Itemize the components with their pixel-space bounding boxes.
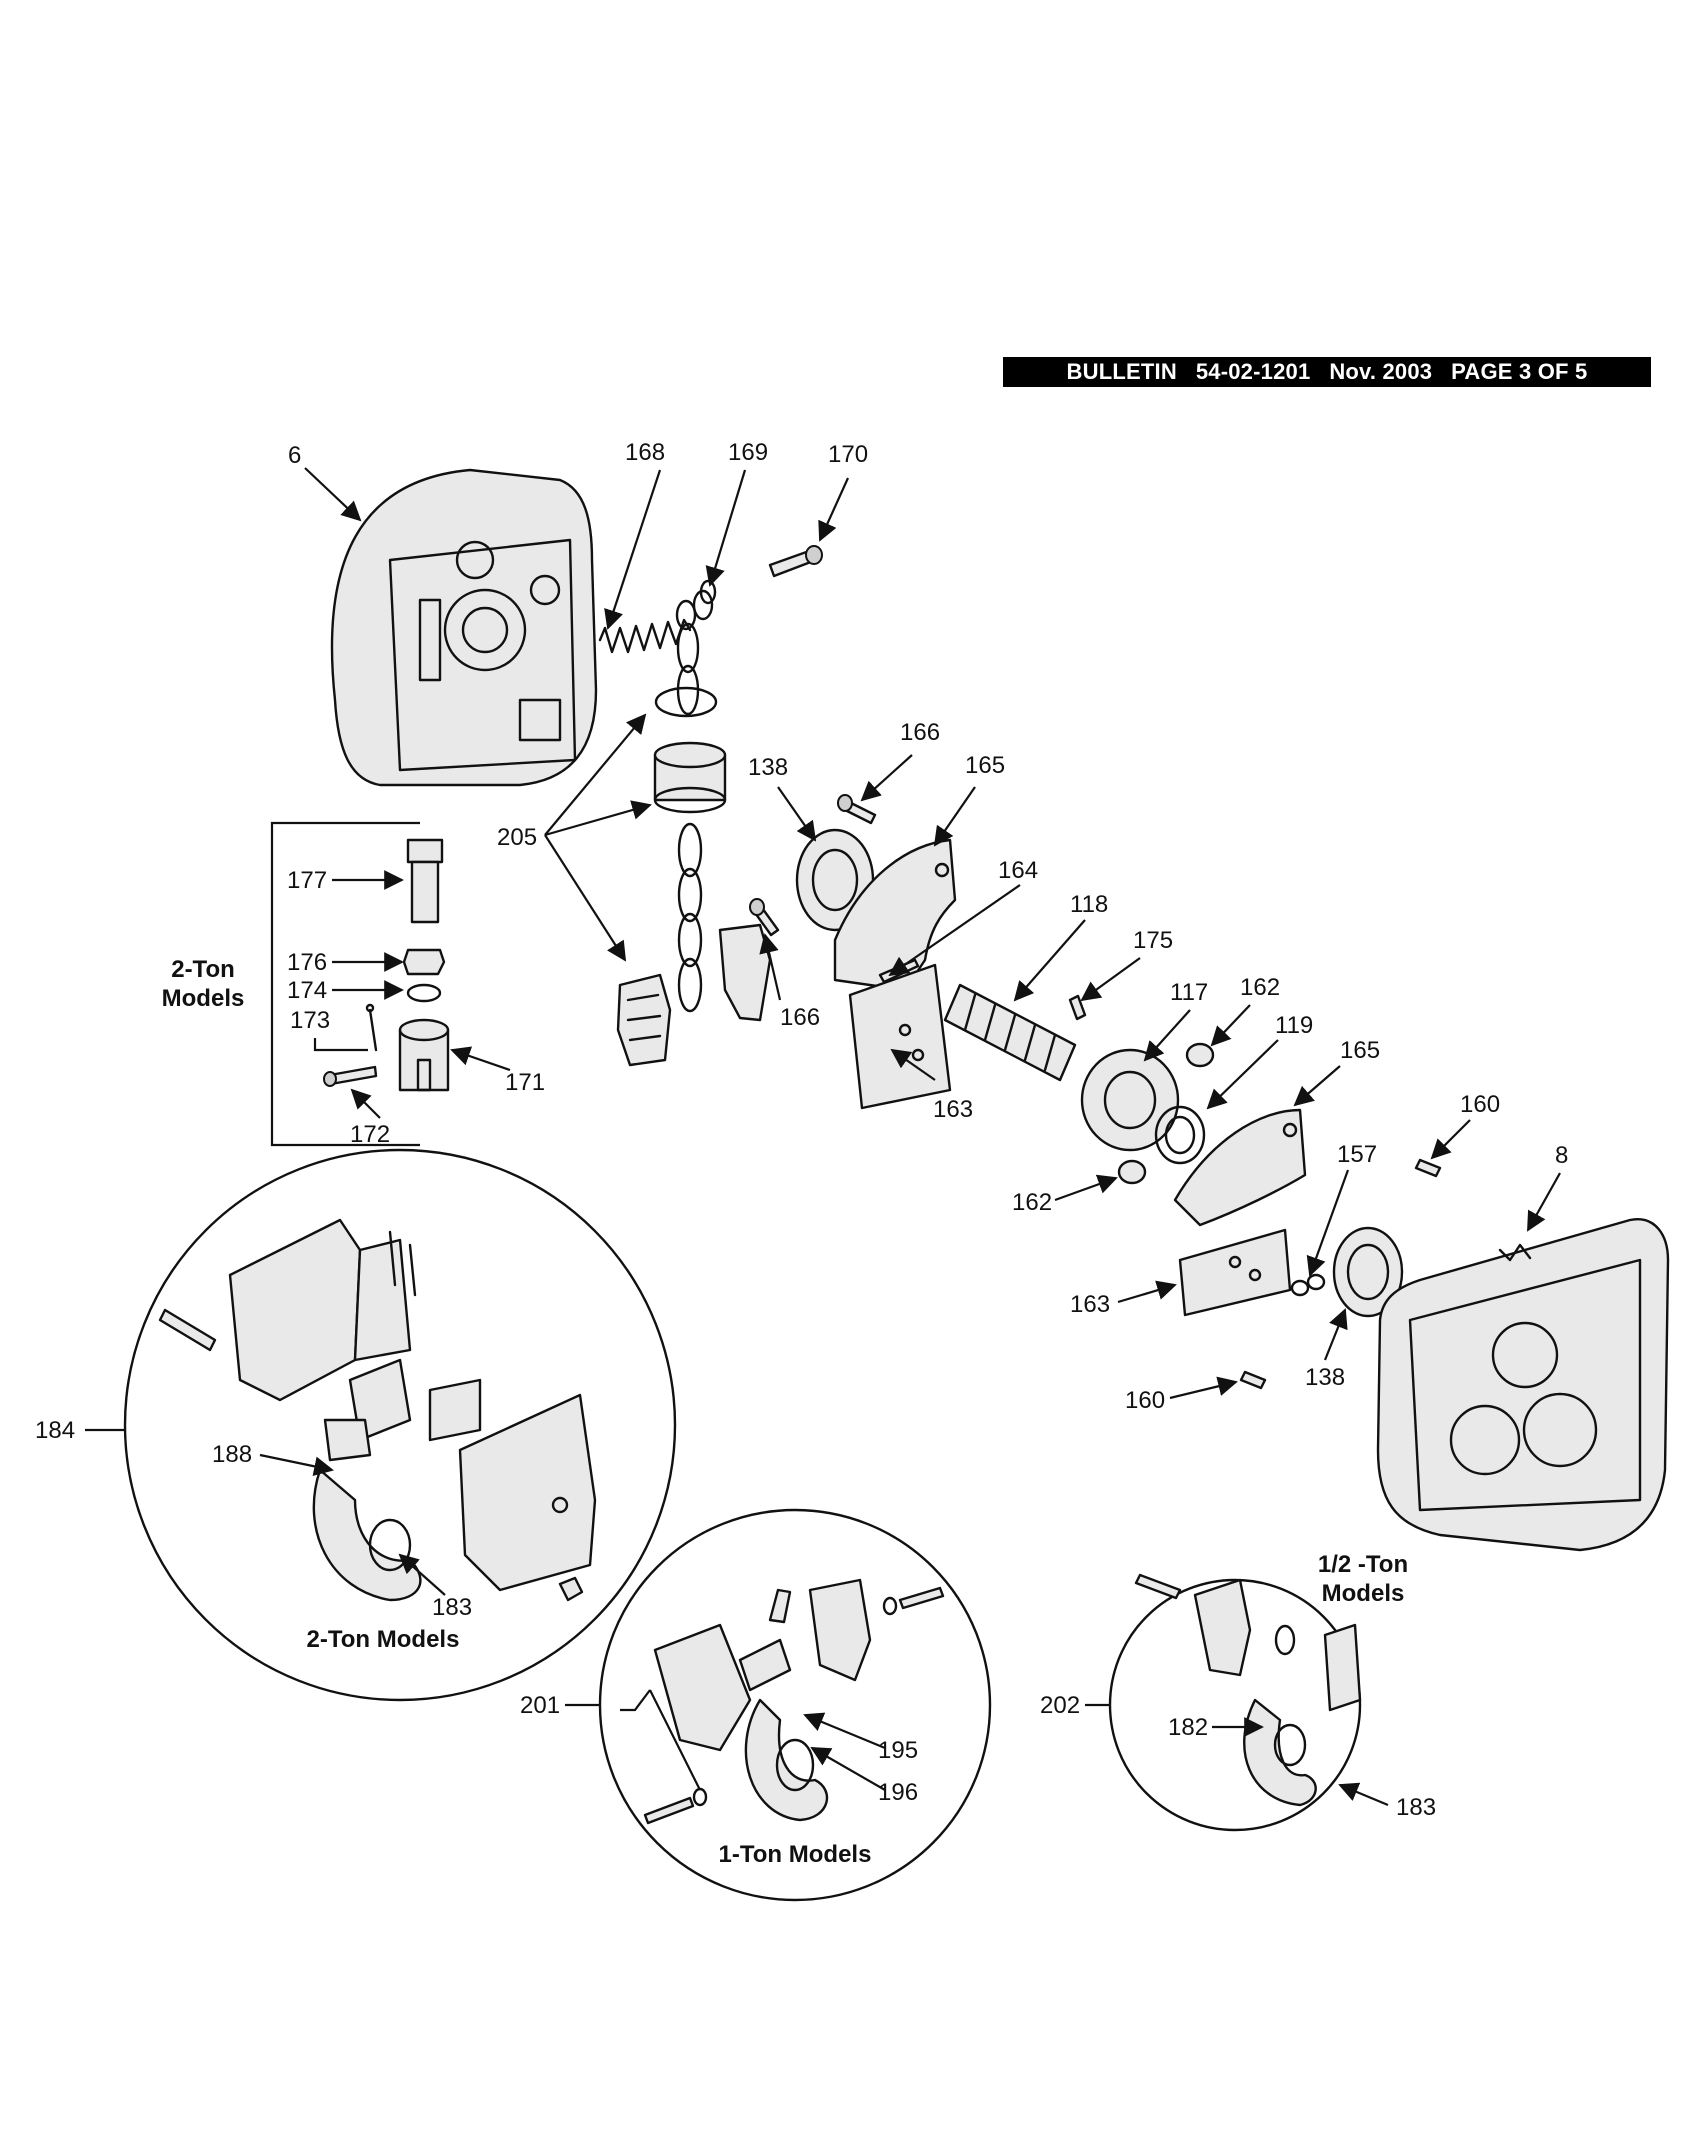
- brake-bracket-163-lower: [1178, 1228, 1292, 1317]
- callout-196: 196: [878, 1779, 918, 1806]
- leader-arrows: [85, 467, 1561, 1807]
- detail-circle-half-ton: [1108, 1573, 1362, 1832]
- bulletin-header: BULLETIN 54-02-1201 Nov. 2003 PAGE 3 OF …: [1003, 357, 1651, 387]
- callout-182: 182: [1168, 1714, 1208, 1741]
- pin-160-upper: [1414, 1158, 1442, 1178]
- callout-202: 202: [1040, 1692, 1080, 1719]
- housing-cover-left: [330, 468, 598, 787]
- callout-184: 184: [35, 1417, 75, 1444]
- callout-177: 177: [287, 867, 327, 894]
- pinion-shaft-118: [943, 983, 1077, 1082]
- caption-half-ton-line2: Models: [1322, 1580, 1405, 1607]
- callout-157: 157: [1337, 1141, 1377, 1168]
- spring-168: [598, 618, 692, 654]
- callout-195: 195: [878, 1737, 918, 1764]
- callout-165-lower: 165: [1340, 1037, 1380, 1064]
- callout-160-upper: 160: [1460, 1091, 1500, 1118]
- callout-labels: 6 168 169 170 166 165 138 205 177 176 17…: [35, 439, 1568, 1821]
- detail-circle-2-ton: [123, 1148, 677, 1702]
- gear-117: [1080, 1048, 1180, 1152]
- callout-163-lower: 163: [1070, 1291, 1110, 1318]
- callout-168: 168: [625, 439, 665, 466]
- nut-162-upper: [1185, 1042, 1215, 1068]
- clevis-171: [398, 1018, 450, 1092]
- nut-162-lower: [1117, 1159, 1147, 1185]
- callout-119: 119: [1275, 1012, 1313, 1039]
- callout-138-upper: 138: [748, 754, 788, 781]
- screw-166-upper: [837, 794, 877, 825]
- callout-201: 201: [520, 1692, 560, 1719]
- washer-157: [1290, 1273, 1326, 1297]
- bolt-177: [406, 838, 444, 924]
- two-ton-bracket-box: [270, 821, 420, 1147]
- chain-guide-205: [653, 741, 727, 1013]
- callout-165-upper: 165: [965, 752, 1005, 779]
- callout-166-upper: 166: [900, 719, 940, 746]
- callout-176: 176: [287, 949, 327, 976]
- housing-cover-right: [1376, 1218, 1670, 1552]
- callout-162-lower: 162: [1012, 1189, 1052, 1216]
- caption-2-ton-box-line1: 2-Ton: [171, 956, 235, 983]
- callout-205: 205: [497, 824, 537, 851]
- callout-6: 6: [288, 442, 301, 469]
- callout-117: 117: [1170, 979, 1208, 1006]
- chain-stripper: [616, 923, 772, 1067]
- callout-8: 8: [1555, 1142, 1568, 1169]
- clevis-pin-172: [323, 1065, 378, 1087]
- pin-160-lower: [1239, 1370, 1267, 1390]
- callout-172: 172: [350, 1121, 390, 1148]
- callout-183-two-ton: 183: [432, 1594, 472, 1621]
- caption-half-ton-line1: 1/2 -Ton: [1318, 1551, 1408, 1578]
- callout-169: 169: [728, 439, 768, 466]
- callout-166-lower: 166: [780, 1004, 820, 1031]
- callout-175: 175: [1133, 927, 1173, 954]
- key-175: [1068, 994, 1087, 1021]
- caption-2-ton-circle: 2-Ton Models: [307, 1626, 460, 1653]
- group-captions: 2-Ton Models 2-Ton Models 1-Ton Models 1…: [162, 956, 1408, 1868]
- callout-160-lower: 160: [1125, 1387, 1165, 1414]
- callout-162-upper: 162: [1240, 974, 1280, 1001]
- callout-164: 164: [998, 857, 1038, 884]
- callout-183-half-ton: 183: [1396, 1794, 1436, 1821]
- callout-118: 118: [1070, 891, 1108, 918]
- washer-119: [1154, 1105, 1206, 1165]
- caption-2-ton-box-line2: Models: [162, 985, 245, 1012]
- callout-138-lower: 138: [1305, 1364, 1345, 1391]
- side-plate-165-lower: [1173, 1108, 1307, 1227]
- load-chain-169: [654, 579, 718, 718]
- nut-176: [402, 948, 446, 976]
- cotter-pin-173: [365, 1003, 378, 1052]
- brake-bracket-163-upper: [848, 963, 952, 1110]
- pin-170: [768, 545, 823, 578]
- callout-188: 188: [212, 1441, 252, 1468]
- washer-174: [406, 983, 442, 1003]
- callout-163-upper: 163: [933, 1096, 973, 1123]
- bearing-138-lower: [1332, 1226, 1404, 1318]
- callout-174: 174: [287, 977, 327, 1004]
- callout-170: 170: [828, 441, 868, 468]
- callout-171: 171: [505, 1069, 545, 1096]
- caption-1-ton-circle: 1-Ton Models: [719, 1841, 872, 1868]
- callout-173: 173: [290, 1007, 330, 1034]
- detail-circle-1-ton: [598, 1508, 992, 1902]
